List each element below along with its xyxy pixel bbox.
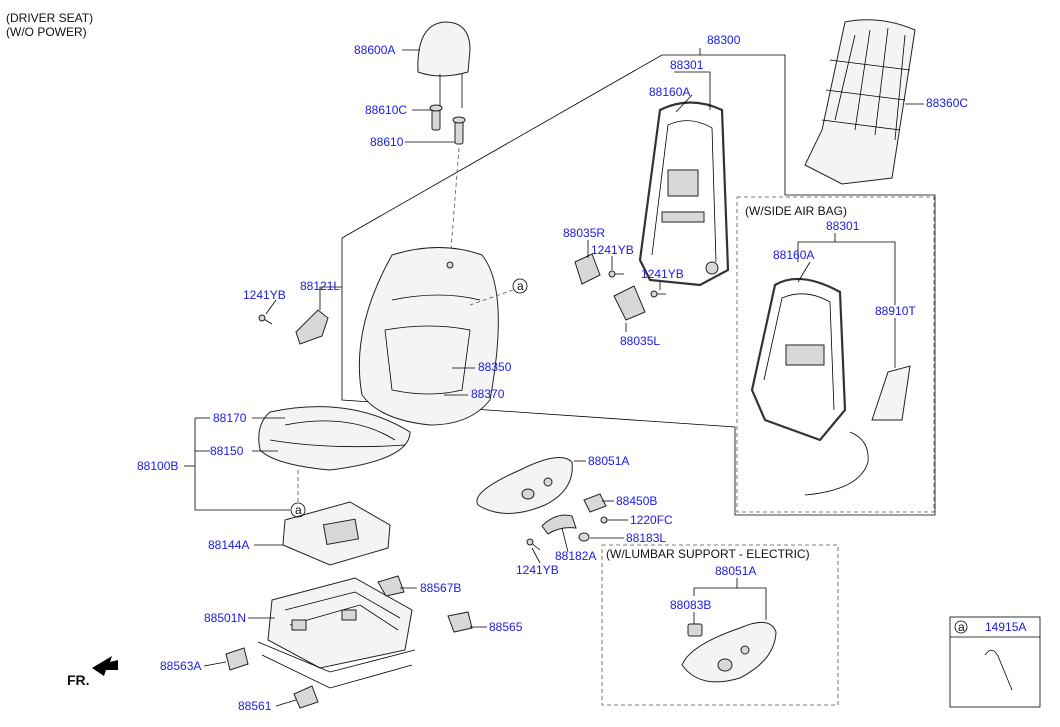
lever-88182A [541, 514, 577, 535]
label-88565: 88565 [489, 620, 523, 634]
label-88610: 88610 [370, 135, 404, 149]
bracket-88035L [613, 285, 646, 321]
label-88300: 88300 [707, 33, 741, 47]
knob-88450B [583, 493, 607, 513]
label-88350: 88350 [478, 360, 512, 374]
label-88035L: 88035L [620, 334, 660, 348]
label-88563A: 88563A [160, 659, 201, 673]
side-airbag-88910T [804, 365, 911, 496]
label-88450B: 88450B [616, 494, 657, 508]
label-88501N: 88501N [204, 611, 246, 625]
bolt-1241YB-c [258, 314, 273, 325]
note-lumbar: (W/LUMBAR SUPPORT - ELECTRIC) [606, 547, 810, 561]
callout-circle-upper [512, 278, 528, 294]
note-wo-power: (W/O POWER) [6, 25, 87, 39]
backrest-group-outline [341, 54, 936, 516]
label-88144A: 88144A [208, 538, 249, 552]
cover-88565 [447, 611, 473, 633]
label-88170: 88170 [213, 411, 247, 425]
label-1241YB-a: 1241YB [591, 243, 634, 257]
label-lumbar-88051A: 88051A [715, 564, 756, 578]
label-sab-88160A: 88160A [773, 248, 814, 262]
back-cushion-88350 [358, 247, 499, 426]
callout-upper-leader [469, 289, 514, 306]
label-88610C: 88610C [365, 103, 407, 117]
legend-callout-a: a [958, 620, 965, 634]
lumbar-support-box [601, 544, 839, 706]
seat-cushion-88150 [258, 406, 411, 471]
label-88121L: 88121L [300, 279, 340, 293]
back-board-88360C [804, 19, 916, 185]
label-1241YB-b: 1241YB [641, 267, 684, 281]
front-arrow-icon [92, 656, 118, 676]
cover-88563A [225, 647, 249, 671]
cover-88567B [377, 575, 405, 597]
label-sab-88910T: 88910T [875, 304, 916, 318]
callout-a-upper: a [517, 279, 524, 293]
back-frame-88160A [638, 101, 730, 287]
note-side-airbag: (W/SIDE AIR BAG) [745, 204, 847, 218]
knob-88183L [578, 532, 590, 542]
headrest-guide-leader [449, 147, 460, 263]
bolt-1241YB-a [608, 270, 624, 278]
cover-88561 [293, 685, 319, 709]
clip-14915A [984, 649, 1013, 691]
bracket-88035R [574, 253, 601, 285]
label-1241YB-c: 1241YB [243, 288, 286, 302]
note-driver-seat: (DRIVER SEAT) [6, 11, 93, 25]
legend-code-14915A: 14915A [985, 620, 1026, 634]
headrest-guide-88610 [452, 116, 466, 145]
label-1220FC: 1220FC [630, 513, 673, 527]
side-shield-88051A [476, 457, 573, 514]
legend-callout-circle [954, 620, 968, 634]
label-88360C: 88360C [926, 96, 968, 110]
seat-pad-88144A [282, 501, 391, 566]
label-88035R: 88035R [563, 226, 605, 240]
headrest-88600A [417, 21, 471, 108]
label-88051A: 88051A [588, 454, 629, 468]
bolt-1241YB-d [526, 538, 541, 551]
lumbar-switch-88083B [687, 623, 703, 637]
leader-lines [184, 48, 924, 707]
callout-circle-lower [290, 502, 306, 518]
screw-1220FC [600, 516, 614, 524]
front-indicator: FR. [67, 672, 90, 688]
label-88182A: 88182A [555, 549, 596, 563]
bolt-1241YB-b [650, 290, 666, 298]
label-88160A: 88160A [649, 85, 690, 99]
label-lumbar-88083B: 88083B [670, 598, 711, 612]
headrest-guide-88610C [429, 104, 443, 131]
side-airbag-box [736, 196, 935, 513]
lumbar-shield-88051A [681, 621, 777, 683]
label-88567B: 88567B [420, 581, 461, 595]
side-cover-88121L [295, 309, 329, 345]
label-88301: 88301 [670, 58, 704, 72]
label-1241YB-d: 1241YB [516, 563, 559, 577]
label-88561: 88561 [238, 699, 272, 713]
label-88100B: 88100B [137, 459, 178, 473]
sab-back-frame-88160A [750, 277, 847, 442]
label-88370: 88370 [471, 387, 505, 401]
label-88183L: 88183L [626, 531, 666, 545]
seat-track-88501N [257, 577, 416, 689]
callout-a-lower: a [295, 503, 302, 517]
legend-box [949, 616, 1041, 708]
label-sab-88301: 88301 [826, 219, 860, 233]
label-88600A: 88600A [354, 43, 395, 57]
label-88150: 88150 [210, 444, 244, 458]
